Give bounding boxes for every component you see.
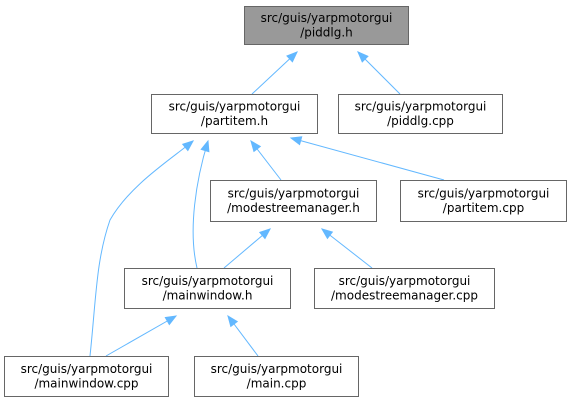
node-path-label: src/guis/yarpmotorgui [418, 186, 550, 200]
arrowhead-icon [164, 315, 178, 326]
node-path-label: src/guis/yarpmotorgui [339, 274, 471, 288]
file-node-modestreemanager-cpp[interactable]: src/guis/yarpmotorgui/modestreemanager.c… [314, 268, 495, 309]
node-path-label: src/guis/yarpmotorgui [261, 11, 393, 25]
arrowhead-icon [357, 51, 369, 63]
node-filename-label: /partitem.h [201, 114, 268, 128]
arrowhead-icon [250, 139, 262, 153]
dependency-edge [227, 314, 259, 357]
node-path-label: src/guis/yarpmotorgui [211, 362, 343, 376]
nodes-layer: src/guis/yarpmotorgui/piddlg.hsrc/guis/y… [4, 6, 567, 397]
file-node-mainwindow-h[interactable]: src/guis/yarpmotorgui/mainwindow.h [124, 268, 291, 309]
file-node-piddlg-cpp[interactable]: src/guis/yarpmotorgui/piddlg.cpp [338, 94, 503, 134]
node-filename-label: /piddlg.cpp [387, 114, 454, 128]
edges-layer [89, 51, 445, 357]
node-filename-label: /mainwindow.cpp [34, 376, 138, 390]
arrowhead-icon [320, 228, 334, 240]
file-node-partitem-cpp[interactable]: src/guis/yarpmotorgui/partitem.cpp [400, 180, 567, 222]
file-node-piddlg-h[interactable]: src/guis/yarpmotorgui/piddlg.h [244, 6, 409, 45]
arrowhead-icon [258, 228, 272, 240]
node-filename-label: /main.cpp [247, 376, 307, 390]
node-path-label: src/guis/yarpmotorgui [142, 274, 274, 288]
dependency-edge [320, 228, 373, 269]
node-box [210, 180, 377, 222]
node-path-label: src/guis/yarpmotorgui [228, 186, 360, 200]
file-node-partitem-h[interactable]: src/guis/yarpmotorgui/partitem.h [151, 94, 318, 134]
node-box [314, 268, 495, 309]
node-box [151, 94, 318, 134]
node-filename-label: /modestreemanager.h [227, 201, 360, 215]
dependency-edge [223, 228, 272, 269]
arrowhead-icon [200, 139, 210, 153]
dependency-edge [250, 139, 282, 181]
file-node-modestreemanager-h[interactable]: src/guis/yarpmotorgui/modestreemanager.h [210, 180, 377, 222]
node-path-label: src/guis/yarpmotorgui [21, 362, 153, 376]
dependency-edge [251, 51, 298, 95]
node-path-label: src/guis/yarpmotorgui [169, 99, 301, 113]
node-box [124, 268, 291, 309]
node-box [400, 180, 567, 222]
arrowhead-icon [289, 136, 303, 146]
node-filename-label: /partitem.cpp [443, 201, 524, 215]
arrowhead-icon [227, 314, 239, 328]
file-node-mainwindow-cpp[interactable]: src/guis/yarpmotorgui/mainwindow.cpp [4, 356, 169, 397]
dependency-edge [357, 51, 401, 95]
arrowhead-icon [286, 51, 298, 63]
edge-line [192, 140, 209, 269]
node-box [244, 6, 409, 45]
edge-line [89, 140, 194, 357]
edge-line [290, 137, 445, 181]
arrowhead-icon [181, 140, 195, 152]
node-filename-label: /modestreemanager.cpp [331, 288, 478, 302]
node-filename-label: /piddlg.h [300, 25, 353, 39]
node-filename-label: /mainwindow.h [163, 288, 253, 302]
file-node-main-cpp[interactable]: src/guis/yarpmotorgui/main.cpp [194, 356, 359, 397]
node-path-label: src/guis/yarpmotorgui [355, 99, 487, 113]
edge-line [105, 315, 177, 357]
dependency-edge [192, 139, 210, 269]
node-box [194, 356, 359, 397]
edge-line [321, 228, 373, 269]
dependency-edge [89, 140, 195, 357]
dependency-edge [105, 315, 178, 357]
dependency-edge [289, 136, 445, 181]
node-box [338, 94, 503, 134]
node-box [4, 356, 169, 397]
